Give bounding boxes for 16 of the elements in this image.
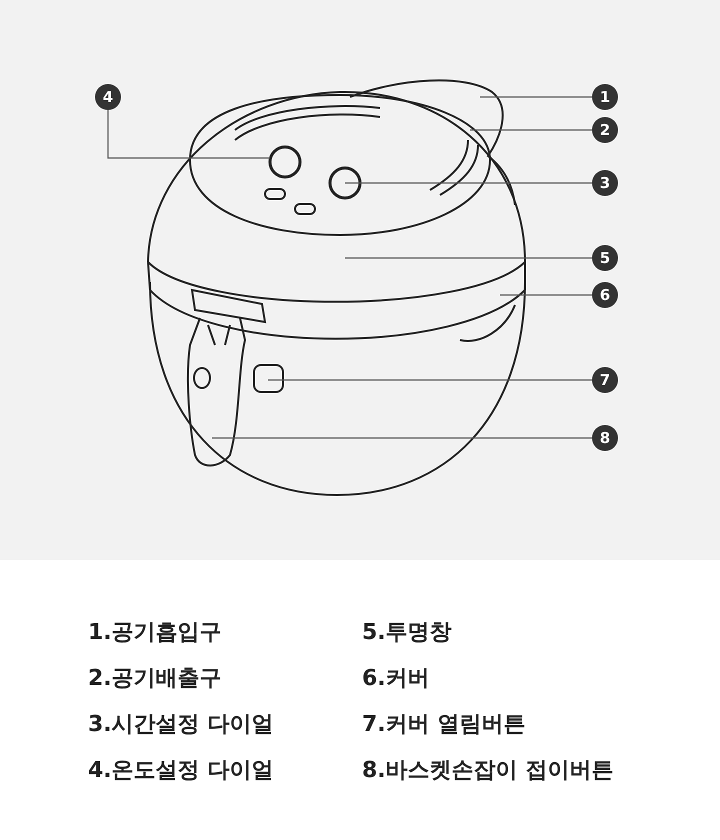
leader-line [500, 294, 592, 296]
part-label: 1.공기흡입구 [88, 619, 222, 647]
leader-line [268, 379, 592, 381]
leader-line [212, 437, 592, 439]
part-label: 8.바스켓손잡이 접이버튼 [362, 757, 614, 785]
part-label: 4.온도설정 다이얼 [88, 757, 274, 785]
part-label: 7.커버 열림버튼 [362, 711, 526, 739]
leader-line [480, 96, 592, 98]
part-label: 6.커버 [362, 665, 430, 693]
part-label: 2.공기배출구 [88, 665, 222, 693]
leader-line [345, 257, 592, 259]
leader-line [345, 182, 592, 184]
leader-line [470, 129, 592, 131]
leader-line [107, 110, 270, 159]
part-label: 5.투명창 [362, 619, 452, 647]
part-label: 3.시간설정 다이얼 [88, 711, 274, 739]
